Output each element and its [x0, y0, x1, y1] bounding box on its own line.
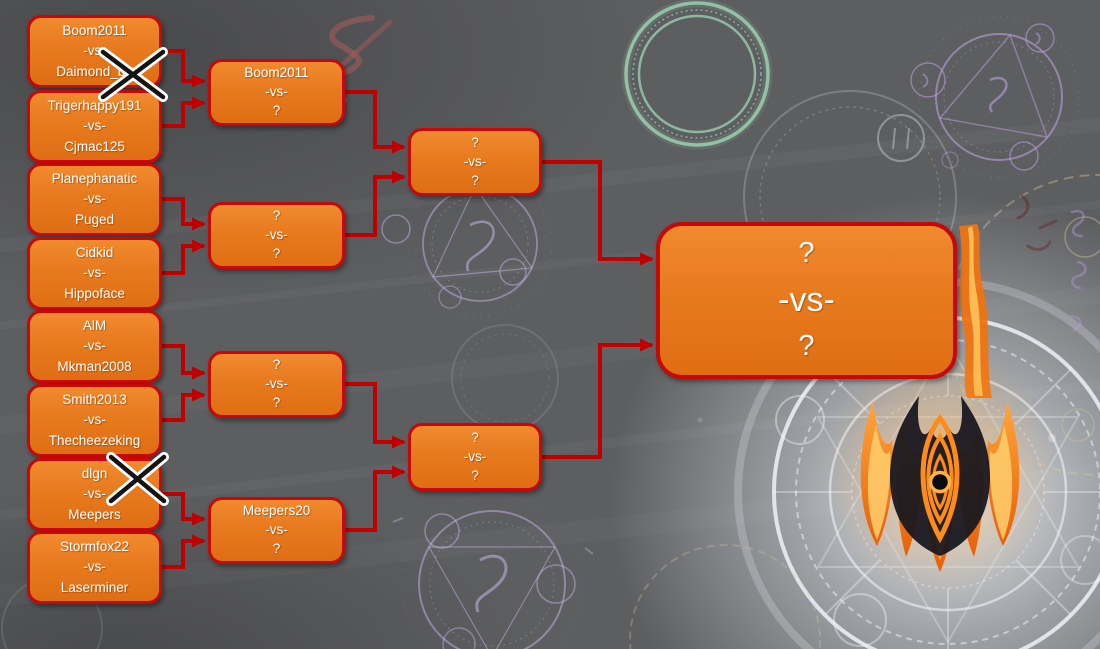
player-name: ? [272, 541, 281, 557]
match-box-sf-2: ? -vs- ? [408, 423, 542, 491]
match-box-r2-3: ? -vs- ? [208, 351, 345, 418]
vs-label: -vs- [83, 486, 106, 502]
vs-label: -vs- [265, 522, 288, 538]
maroon-runes [1016, 194, 1058, 251]
match-box-r1-2: Trigerhappy191 -vs- Cjmac125 [27, 90, 162, 163]
player-name: ? [272, 208, 281, 224]
player-name: Boom2011 [62, 22, 127, 38]
player-name: Meepers [68, 506, 121, 522]
match-box-r2-4: Meepers20 -vs- ? [208, 497, 345, 564]
connector-line [345, 90, 406, 154]
connector-line [345, 170, 406, 237]
player-name: Cjmac125 [64, 138, 125, 154]
connector-line [162, 96, 206, 128]
teal-rune-circle [621, 0, 773, 150]
player-name: AlM [82, 317, 107, 333]
player-name: Planephanatic [51, 170, 138, 186]
match-box-sf-1: ? -vs- ? [408, 128, 542, 196]
connector-line [345, 465, 406, 532]
connector-line [162, 492, 206, 526]
match-box-r1-3: Planephanatic -vs- Puged [27, 163, 162, 236]
player-name: dlgn [81, 465, 108, 481]
player-name: ? [272, 103, 281, 119]
elimination-x-icon [106, 452, 169, 506]
player-name: Smith2013 [62, 391, 127, 407]
connector-line [162, 197, 206, 231]
player-name: ? [272, 357, 281, 373]
player-name: ? [471, 429, 479, 445]
player-name: Thecheezeking [48, 432, 141, 448]
player-name: Laserminer [60, 579, 129, 595]
connector-line [542, 160, 654, 266]
connector-line [162, 534, 206, 569]
player-name: ? [798, 330, 815, 363]
vs-label: -vs- [83, 412, 106, 428]
top-left-vignette [0, 0, 660, 310]
player-name: ? [798, 237, 815, 270]
vs-label: -vs- [83, 265, 106, 281]
fire-emblem [825, 345, 1055, 595]
player-name: Trigerhappy191 [47, 97, 142, 113]
player-name: Cidkid [75, 244, 114, 260]
vs-label: -vs- [83, 338, 106, 354]
match-box-r2-2: ? -vs- ? [208, 202, 345, 269]
player-name: Boom2011 [244, 65, 309, 81]
vs-label: -vs- [83, 191, 106, 207]
player-name: ? [272, 395, 281, 411]
match-box-r2-1: Boom2011 -vs- ? [208, 59, 345, 126]
player-name: ? [471, 134, 479, 150]
player-name: Stormfox22 [59, 538, 130, 554]
connector-line [162, 49, 206, 88]
purple-edge-runes [1068, 209, 1087, 332]
player-name: Mkman2008 [57, 358, 132, 374]
match-box-r1-4: Cidkid -vs- Hippoface [27, 237, 162, 310]
match-box-final: ? -vs- ? [656, 222, 957, 379]
player-name: ? [471, 467, 479, 483]
player-name: Daimond_bo [56, 63, 133, 79]
connector-line [345, 382, 406, 449]
vs-label: -vs- [778, 281, 835, 320]
match-box-r1-5: AlM -vs- Mkman2008 [27, 310, 162, 383]
connector-line [162, 344, 206, 380]
player-name: ? [272, 246, 281, 262]
purple-rune-circle [910, 16, 1080, 178]
player-name: Hippoface [64, 285, 125, 301]
match-box-r1-7: dlgn -vs- Meepers [27, 458, 162, 531]
player-name: ? [471, 172, 479, 188]
vs-label: -vs- [83, 559, 106, 575]
vs-label: -vs- [265, 84, 288, 100]
connector-line [162, 388, 206, 422]
connector-line [542, 338, 654, 459]
connector-line [162, 239, 206, 275]
match-box-r1-8: Stormfox22 -vs- Laserminer [27, 531, 162, 604]
vs-label: -vs- [265, 227, 288, 243]
elimination-x-icon [98, 47, 168, 102]
lavender-rune-circle-bottom [392, 493, 594, 649]
vs-label: -vs- [83, 118, 106, 134]
match-box-r1-6: Smith2013 -vs- Thecheezeking [27, 384, 162, 457]
vs-label: -vs- [463, 153, 487, 169]
player-name: Meepers20 [242, 503, 311, 519]
player-name: Puged [74, 211, 115, 227]
vs-label: -vs- [265, 376, 288, 392]
vs-label: -vs- [463, 448, 487, 464]
